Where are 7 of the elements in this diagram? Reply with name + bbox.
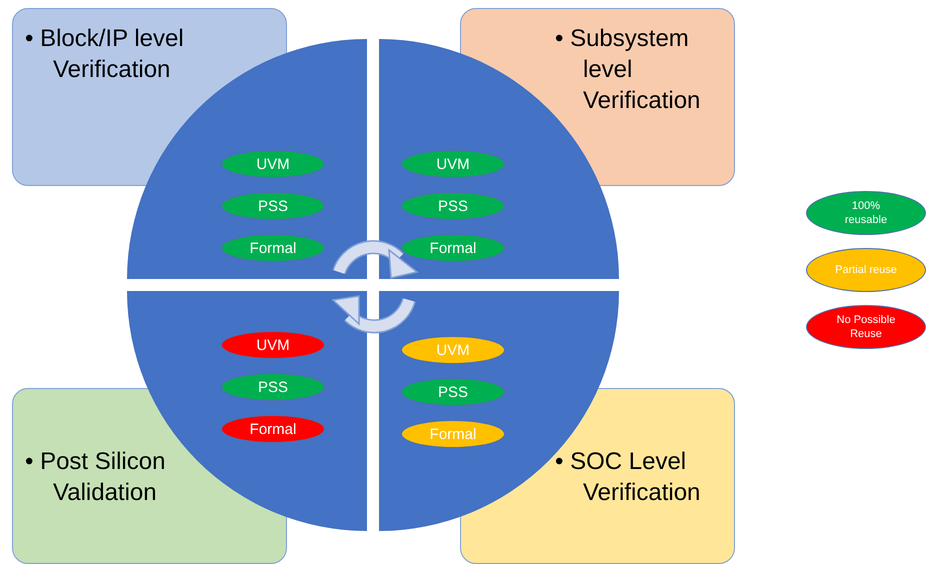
card-text: • SOC Level Verification <box>555 447 702 508</box>
card-text: • Subsystem level Verification <box>555 24 702 116</box>
card-text: • Post Silicon Validation <box>25 447 166 508</box>
card-text: • Block/IP level Verification <box>25 24 185 85</box>
legend-label: No Possible Reuse <box>836 313 896 341</box>
legend-label: 100% reusable <box>844 199 888 227</box>
legend-label: Partial reuse <box>834 263 898 277</box>
